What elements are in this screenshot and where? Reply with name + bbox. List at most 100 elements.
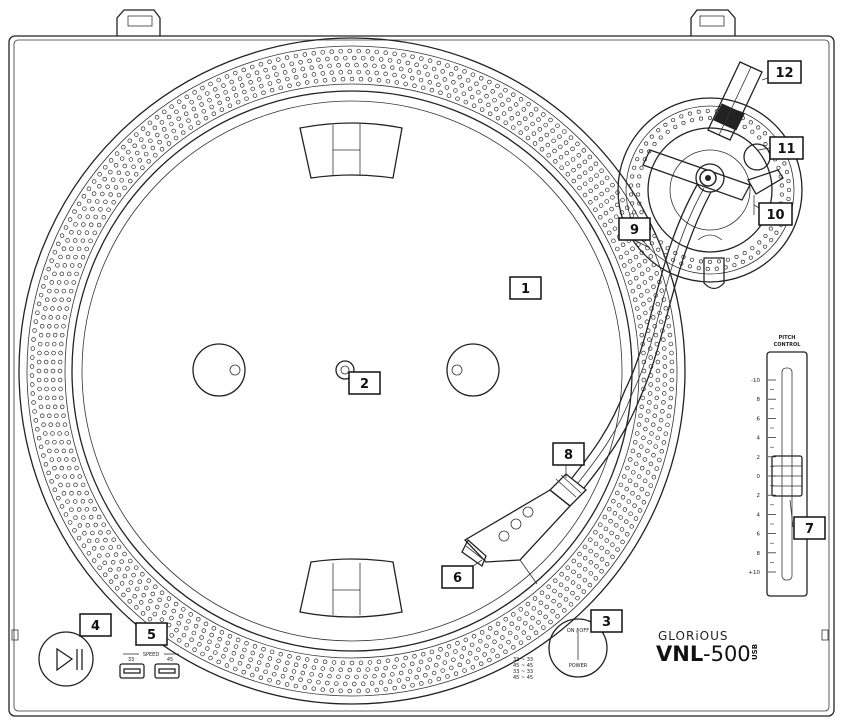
- strobe-dot: [176, 638, 182, 643]
- strobe-dot: [470, 72, 476, 77]
- base-dot: [652, 233, 657, 238]
- strobe-dot: [385, 658, 391, 664]
- strobe-dot: [598, 203, 604, 208]
- strobe-dot: [551, 598, 556, 604]
- strobe-dot: [76, 507, 82, 512]
- strobe-dot: [501, 111, 507, 116]
- pitch-title-1: PITCH: [779, 335, 796, 341]
- strobe-dot: [116, 192, 122, 198]
- strobe-dot: [141, 144, 146, 150]
- base-dot: [786, 178, 791, 184]
- strobe-dot: [624, 531, 630, 537]
- tonearm-base-dots: [629, 108, 792, 272]
- strobe-dot: [57, 431, 62, 436]
- strobe-dot: [73, 222, 78, 227]
- strobe-dot: [76, 246, 82, 252]
- strobe-dot: [511, 125, 516, 130]
- strobe-dot: [607, 230, 612, 236]
- strobe-dot: [594, 184, 599, 190]
- strobe-dot: [55, 315, 61, 320]
- strobe-dot: [559, 165, 564, 170]
- strobe-dot: [211, 626, 217, 631]
- strobe-dot: [329, 688, 334, 693]
- pitch-scale-label: +10: [748, 570, 760, 576]
- strobe-dot: [500, 102, 505, 107]
- strobe-dot: [587, 582, 593, 588]
- strobe-dot: [114, 151, 120, 156]
- strobe-dot: [304, 657, 310, 662]
- strobe-dot: [369, 681, 375, 686]
- strobe-dot: [506, 639, 511, 645]
- strobe-dot: [280, 63, 286, 68]
- callout-label-2: 2: [360, 377, 369, 392]
- strobe-dot: [495, 621, 501, 627]
- strobe-dot: [47, 448, 52, 454]
- strobe-dot: [647, 400, 652, 405]
- strobe-dot: [86, 550, 92, 556]
- strobe-dot: [544, 604, 550, 610]
- strobe-dot: [119, 156, 125, 161]
- strobe-dot: [643, 310, 648, 316]
- speed-45-button[interactable]: [154, 663, 180, 679]
- strobe-dot: [128, 580, 134, 585]
- strobe-dot: [429, 649, 435, 655]
- strobe-dot: [318, 673, 323, 678]
- strobe-dot: [407, 669, 413, 674]
- strobe-dot: [56, 241, 61, 247]
- base-dot: [687, 111, 692, 116]
- strobe-dot: [521, 107, 527, 112]
- strobe-dot: [250, 64, 255, 70]
- strobe-dot: [416, 667, 422, 672]
- strobe-dot: [215, 643, 220, 649]
- strobe-dot: [630, 246, 635, 251]
- start-stop-button[interactable]: [38, 631, 94, 687]
- strobe-dot: [636, 422, 642, 427]
- strobe-dot: [216, 77, 221, 83]
- strobe-dot: [500, 635, 505, 640]
- power-switch[interactable]: ON / OFF POWER: [548, 618, 608, 678]
- strobe-dot: [651, 315, 656, 320]
- strobe-dot: [537, 610, 543, 615]
- strobe-dot: [171, 608, 176, 614]
- strobe-dot: [329, 667, 335, 672]
- strobe-dot: [622, 263, 627, 268]
- speed-33-button[interactable]: [119, 663, 145, 679]
- strobe-dot: [546, 584, 551, 590]
- pitch-scale-label: -10: [751, 378, 760, 384]
- strobe-dot: [474, 655, 479, 661]
- strobe-dot: [128, 178, 133, 184]
- base-dot: [756, 250, 761, 255]
- strobe-dot: [311, 51, 317, 56]
- strobe-dot: [351, 55, 357, 61]
- strobe-dot: [349, 660, 355, 666]
- strobe-dot: [224, 74, 230, 79]
- strobe-dot: [553, 159, 558, 164]
- strobe-dot: [588, 537, 593, 542]
- strobe-dot: [64, 306, 70, 311]
- strobe-dot: [518, 607, 523, 612]
- strobe-dot: [246, 73, 251, 78]
- strobe-dot: [48, 315, 53, 320]
- strobe-dot: [588, 200, 593, 205]
- strobe-dot: [338, 69, 344, 75]
- strobe-dot: [313, 78, 319, 84]
- strobe-dot: [86, 186, 92, 192]
- strobe-dot: [56, 495, 61, 501]
- strobe-dot: [157, 597, 162, 603]
- strobe-dot: [96, 222, 102, 228]
- strobe-dot: [77, 263, 82, 268]
- callout-label-1: 1: [521, 282, 530, 297]
- strobe-dot: [322, 77, 328, 83]
- pitch-scale-label: 0: [757, 474, 761, 480]
- strobe-dot: [66, 271, 72, 277]
- strobe-dot: [169, 615, 174, 621]
- strobe-dot: [648, 254, 654, 259]
- speed-33-label: 33: [128, 657, 134, 663]
- pitch-fader[interactable]: [771, 455, 803, 497]
- strobe-dot: [632, 503, 637, 508]
- strobe-dot: [515, 625, 521, 631]
- strobe-dot: [261, 647, 266, 652]
- strobe-dot: [131, 572, 136, 578]
- strobe-dot: [106, 530, 111, 535]
- strobe-dot: [162, 109, 167, 115]
